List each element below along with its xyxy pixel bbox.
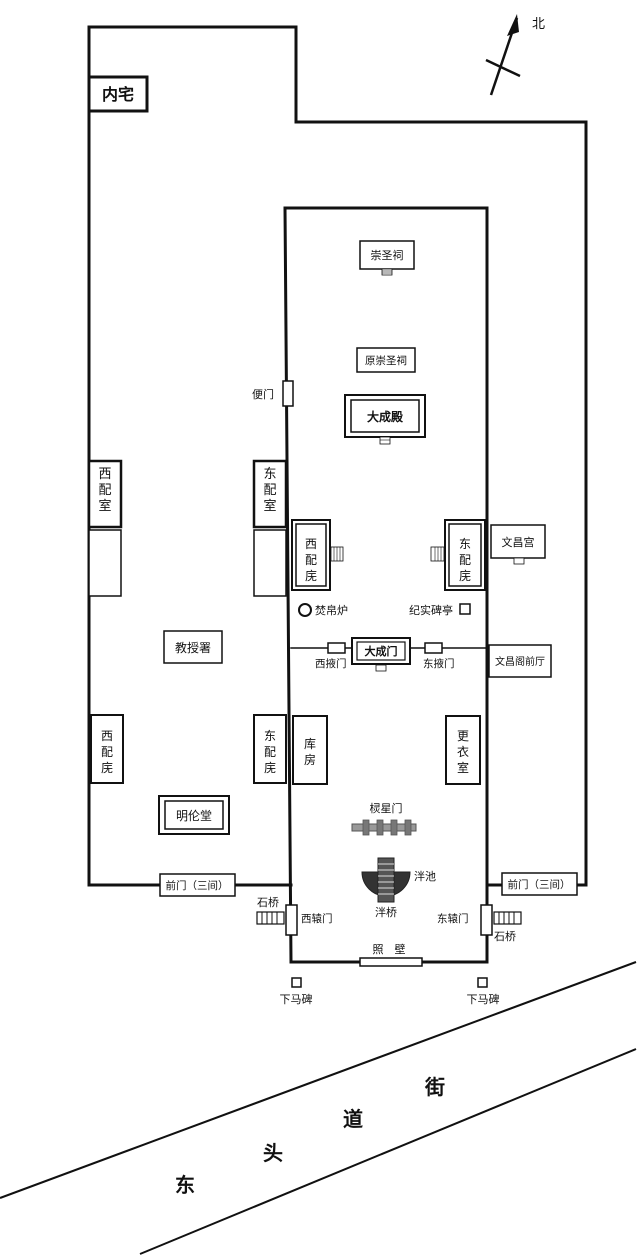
street: 东 头 道 街 <box>0 961 637 1255</box>
east-side-gate-label: 东掖门 <box>423 657 455 670</box>
svg-text:西配室: 西配室 <box>98 467 111 514</box>
stone-bridge-west-label: 石桥 <box>257 896 279 909</box>
dismount-stele-west: 下马碑 <box>280 977 313 1006</box>
former-chongsheng-shrine-label: 原崇圣祠 <box>365 354 407 367</box>
north-label: 北 <box>532 17 545 32</box>
screen-wall-label: 照 壁 <box>373 942 406 956</box>
west-annex-block <box>88 529 122 597</box>
west-corridor-label: 西配庑 <box>305 537 317 583</box>
stone-bridge-east-label: 石桥 <box>494 930 516 943</box>
west-side-gate-label: 西掖门 <box>315 657 347 670</box>
pan-pool: 泮池 <box>361 869 436 897</box>
changing-room-label: 更衣室 <box>457 729 469 775</box>
lingxing-gate-label: 棂星门 <box>370 801 403 815</box>
side-gate: 便门 <box>252 380 294 407</box>
wenchang-front-hall-label: 文昌阁前厅 <box>495 655 545 668</box>
minglun-hall-label: 明伦堂 <box>176 808 212 823</box>
dacheng-hall-label: 大成殿 <box>367 409 404 424</box>
pan-pool-label: 泮池 <box>414 869 436 883</box>
side-gate-label: 便门 <box>252 387 274 401</box>
stele-pavilion: 纪实碑亭 <box>409 603 471 617</box>
east-yuan-gate: 东辕门 <box>437 904 493 936</box>
west-front-gate: 前门（三间） <box>159 873 236 897</box>
street-char-4: 街 <box>424 1075 445 1099</box>
east-corridor-label: 东配庑 <box>459 537 471 583</box>
screen-wall: 照 壁 <box>359 942 423 967</box>
west-side-gate: 西掖门 <box>315 642 347 670</box>
wenchang-palace: 文昌宫 <box>490 524 546 565</box>
west-side-room-north-label: 西配室 <box>98 467 111 514</box>
incense-burner-label: 焚帛炉 <box>315 603 348 617</box>
wenchang-palace-label: 文昌宫 <box>502 535 535 549</box>
chongsheng-shrine: 崇圣祠 <box>359 240 415 276</box>
wenchang-front-hall: 文昌阁前厅 <box>488 644 552 678</box>
street-char-1: 东 <box>175 1173 195 1197</box>
lingxing-gate: 棂星门 <box>351 801 417 836</box>
storehouse: 库房 <box>292 715 328 785</box>
changing-room: 更衣室 <box>445 715 481 785</box>
dacheng-hall: 大成殿 <box>344 394 426 445</box>
professor-office-label: 教授署 <box>175 640 211 655</box>
west-corridor: 西配庑 <box>291 519 344 591</box>
west-side-room-north: 西配室 <box>87 459 123 529</box>
minglun-hall: 明伦堂 <box>158 795 230 835</box>
east-side-room-label: 东配室 <box>263 467 276 514</box>
street-char-2: 头 <box>263 1141 283 1165</box>
stele-pavilion-label: 纪实碑亭 <box>409 603 453 617</box>
stone-bridge-west: 石桥 <box>256 896 285 925</box>
east-side-hall: 东配庑 <box>253 714 287 784</box>
dacheng-gate: 大成门 <box>351 637 411 672</box>
dismount-stele-east: 下马碑 <box>467 977 500 1006</box>
west-yuan-gate: 西辕门 <box>285 904 333 936</box>
pan-bridge-label: 泮桥 <box>375 905 397 919</box>
east-annex-block <box>253 529 287 597</box>
dismount-stele-east-label: 下马碑 <box>467 993 500 1006</box>
professor-office: 教授署 <box>163 630 223 664</box>
incense-burner: 焚帛炉 <box>298 603 348 617</box>
former-chongsheng-shrine: 原崇圣祠 <box>356 347 416 373</box>
stone-bridge-east: 石桥 <box>493 911 522 943</box>
dismount-stele-west-label: 下马碑 <box>280 993 313 1006</box>
north-arrow-icon <box>485 14 521 96</box>
east-front-gate: 前门（三间） <box>501 872 578 896</box>
storehouse-label: 库房 <box>304 736 316 767</box>
east-side-hall-label: 东配庑 <box>264 729 276 775</box>
west-front-gate-label: 前门（三间） <box>166 879 229 892</box>
east-side-gate: 东掖门 <box>423 642 455 670</box>
east-corridor: 东配庑 <box>430 519 486 591</box>
outer-walls <box>87 25 588 964</box>
dacheng-gate-label: 大成门 <box>365 644 398 658</box>
east-yuan-gate-label: 东辕门 <box>437 912 469 925</box>
svg-text:东配室: 东配室 <box>263 467 276 514</box>
pan-bridge: 泮桥 <box>375 857 397 919</box>
east-side-room: 东配室 <box>252 459 288 529</box>
residence-label: 内宅 <box>102 85 134 104</box>
west-side-hall: 西配庑 <box>90 714 124 784</box>
street-char-3: 道 <box>343 1107 363 1131</box>
chongsheng-shrine-label: 崇圣祠 <box>371 249 404 262</box>
east-front-gate-label: 前门（三间） <box>508 878 571 891</box>
west-side-hall-label: 西配庑 <box>101 729 113 775</box>
west-yuan-gate-label: 西辕门 <box>301 912 333 925</box>
residence-label-box: 内宅 <box>87 75 149 113</box>
